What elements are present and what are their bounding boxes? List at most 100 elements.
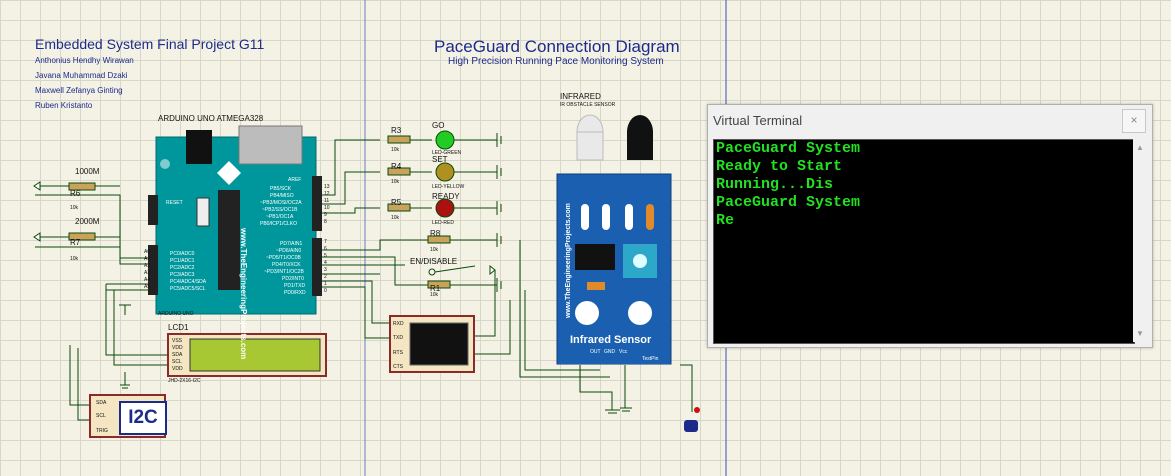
pin-name-a3: PC3/ADC3 <box>170 272 195 278</box>
ir-testpin: TestPin <box>642 356 659 362</box>
arduino-brand: www.TheEngineeringProjects.com <box>239 228 248 360</box>
terminal-line: Re <box>716 212 735 229</box>
lcd-name: LCD1 <box>168 323 189 332</box>
lcd-part: JHD-2X16-I2C <box>168 378 201 384</box>
r4-label: R4 <box>391 162 402 171</box>
pin-a4: A4 <box>144 277 151 283</box>
pin-2: 2 <box>324 274 327 280</box>
pin-name-2: PD2/INT0 <box>282 276 304 282</box>
pot-r6-value: 1000M <box>75 167 100 176</box>
serial-pin-txd: TXD <box>393 335 403 341</box>
led-set-type: LED-YELLOW <box>432 184 465 190</box>
author-1: Anthonius Hendhy Wirawan <box>35 56 134 65</box>
pin-a3: A3 <box>144 270 151 276</box>
serial-module <box>389 315 475 373</box>
pin-name-4: PD4/T0/XCK <box>272 262 301 268</box>
pin-7: 7 <box>324 239 327 245</box>
pot-r6 <box>33 181 120 191</box>
ir-sub: IR OBSTACLE SENSOR <box>560 102 616 108</box>
virtual-terminal-title: Virtual Terminal <box>713 113 803 128</box>
project-title: Embedded System Final Project G11 <box>35 36 265 52</box>
ir-title: INFRARED <box>560 92 601 101</box>
pin-5: 5 <box>324 253 327 259</box>
pin-name-a2: PC2/ADC2 <box>170 265 195 271</box>
terminal-line: PaceGuard System <box>716 140 861 157</box>
r1-value: 10k <box>430 292 439 298</box>
pin-9: 9 <box>324 212 327 218</box>
pin-13: 13 <box>324 184 330 190</box>
i2c-pin-sda: SDA <box>96 400 107 406</box>
r5-value: 10k <box>391 215 400 221</box>
pin-name-9: ~PB1/OC1A <box>266 214 294 220</box>
serial-pin-rxd: RXD <box>393 321 404 327</box>
r5-label: R5 <box>391 198 402 207</box>
pin-name-a1: PC1/ADC1 <box>170 258 195 264</box>
i2c-pin-scl: SCL <box>96 413 106 419</box>
pin-name-a4: PC4/ADC4/SDA <box>170 279 207 285</box>
terminal-screen[interactable]: PaceGuard System Ready to Start Running.… <box>713 139 1135 344</box>
author-2: Javana Muhammad Dzaki <box>35 71 128 80</box>
led-ready-label: READY <box>432 192 460 201</box>
pin-12: 12 <box>324 191 330 197</box>
scroll-up-icon[interactable]: ▲ <box>1136 143 1144 152</box>
pin-name-11: ~PB3/MOSI/OC2A <box>260 200 302 206</box>
pin-name-13: PB5/SCK <box>270 186 292 192</box>
r3-label: R3 <box>391 126 402 135</box>
pin-name-1: PD1/TXD <box>284 283 306 289</box>
pin-6: 6 <box>324 246 327 252</box>
pin-a0: A0 <box>144 249 151 255</box>
terminal-line: Running...Dis <box>716 176 834 193</box>
pot-r7 <box>33 232 120 242</box>
lcd-pin-vss: VSS <box>172 338 183 344</box>
pin-name-6: ~PD6/AIN0 <box>276 248 302 254</box>
author-3: Maxwell Zefanya Ginting <box>35 86 123 95</box>
r1-label: R1 <box>430 284 441 293</box>
serial-pin-cts: CTS <box>393 364 403 370</box>
led-go-type: LED-GREEN <box>432 150 462 156</box>
ir-sensor-name: Infrared Sensor <box>570 334 652 346</box>
reset-label: RESET <box>166 200 183 206</box>
pin-3: 3 <box>324 267 327 273</box>
pin-name-0: PD0/RXD <box>284 290 306 296</box>
lcd-module <box>167 333 327 377</box>
pin-name-8: PB0/ICP1/CLKO <box>260 221 297 227</box>
terminal-scrollbar[interactable]: ▲ ▼ <box>1133 139 1149 342</box>
pin-1: 1 <box>324 281 327 287</box>
ir-sensor-board <box>556 114 672 365</box>
r8-label: R8 <box>430 229 441 238</box>
pot-r6-name: R6 <box>70 189 81 198</box>
pin-name-a0: PC0/ADC0 <box>170 251 195 257</box>
pin-name-5: ~PD5/T1/OC0B <box>266 255 301 261</box>
pin-name-12: PB4/MISO <box>270 193 294 199</box>
arduino-sublabel: ARDUINO UNO <box>158 311 194 317</box>
led-set-label: SET <box>432 155 448 164</box>
pin-10: 10 <box>324 205 330 211</box>
pin-0: 0 <box>324 288 327 294</box>
terminal-line: PaceGuard System <box>716 194 861 211</box>
r4-value: 10k <box>391 179 400 185</box>
pot-r6-sub: 10k <box>70 205 79 211</box>
r3-value: 10k <box>391 147 400 153</box>
pin-4: 4 <box>324 260 327 266</box>
led-go-label: GO <box>432 121 445 130</box>
author-4: Ruben Kristanto <box>35 101 93 110</box>
pin-name-3: ~PD3/INT1/OC2B <box>264 269 304 275</box>
lcd-pin-scl: SCL <box>172 359 182 365</box>
virtual-terminal-window[interactable]: Virtual Terminal × PaceGuard System Read… <box>707 104 1153 348</box>
ir-pin-out: OUT <box>590 349 601 355</box>
pin-a5: A5 <box>144 284 151 290</box>
pot-r7-name: R7 <box>70 238 81 247</box>
i2c-pin-trig: TRIG <box>96 428 108 434</box>
pin-name-10: ~PB2/SS/OC1B <box>262 207 298 213</box>
close-button[interactable]: × <box>1122 109 1146 133</box>
lcd-pin-vdd: VDD <box>172 345 183 351</box>
diagram-subtitle: High Precision Running Pace Monitoring S… <box>448 56 664 67</box>
aref-label: AREF <box>288 177 302 183</box>
ir-pin-gnd: GND <box>604 349 616 355</box>
led-ready-type: LED-RED <box>432 220 454 226</box>
scroll-down-icon[interactable]: ▼ <box>1136 329 1144 338</box>
arduino-label: ARDUINO UNO ATMEGA328 <box>158 114 264 123</box>
pot-r7-sub: 10k <box>70 256 79 262</box>
ir-pin-vcc: Vcc <box>619 349 628 355</box>
